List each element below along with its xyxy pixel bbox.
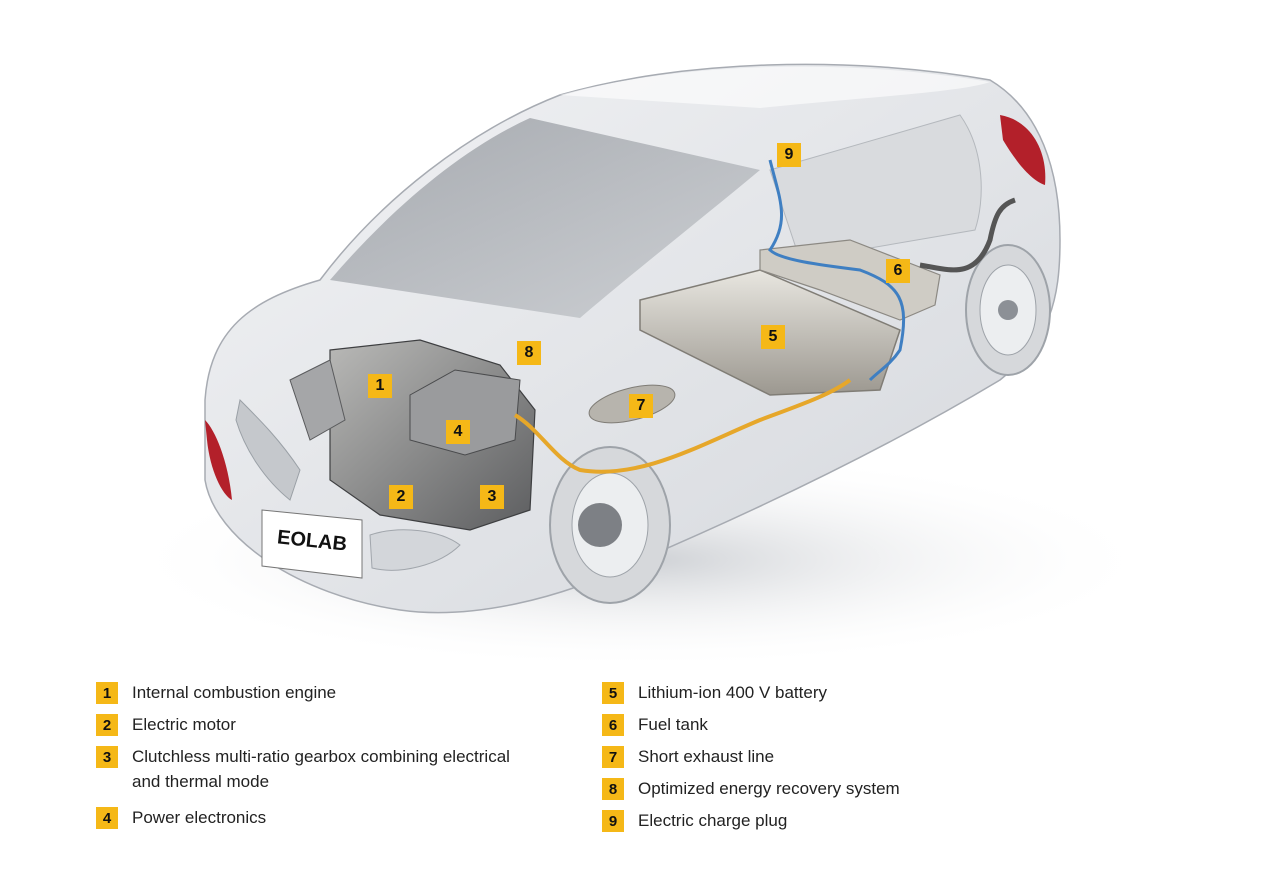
legend-item: 8 Optimized energy recovery system (602, 778, 1022, 801)
marker-1: 1 (368, 374, 392, 398)
legend-number: 9 (602, 810, 624, 832)
legend-number: 5 (602, 682, 624, 704)
car-cutaway-illustration (0, 0, 1280, 660)
legend-item: 7 Short exhaust line (602, 746, 1022, 769)
legend-text: Clutchless multi-ratio gearbox combining… (132, 744, 542, 794)
license-plate-text: EOLAB (259, 507, 365, 575)
legend-item: 6 Fuel tank (602, 714, 1022, 737)
legend-number: 1 (96, 682, 118, 704)
legend-number: 4 (96, 807, 118, 829)
legend-number: 2 (96, 714, 118, 736)
legend-right: 5 Lithium-ion 400 V battery 6 Fuel tank … (602, 682, 1022, 842)
legend-text: Internal combustion engine (132, 680, 336, 705)
legend-text: Short exhaust line (638, 744, 774, 769)
legend-text: Power electronics (132, 805, 266, 830)
legend-number: 6 (602, 714, 624, 736)
marker-9: 9 (777, 143, 801, 167)
legend-number: 8 (602, 778, 624, 800)
legend-item: 5 Lithium-ion 400 V battery (602, 682, 1022, 705)
marker-4: 4 (446, 420, 470, 444)
rear-wheel (966, 245, 1050, 375)
legend-text: Lithium-ion 400 V battery (638, 680, 827, 705)
legend-item: 3 Clutchless multi-ratio gearbox combini… (96, 746, 556, 794)
marker-5: 5 (761, 325, 785, 349)
legend-text: Electric charge plug (638, 808, 787, 833)
legend-item: 2 Electric motor (96, 714, 556, 737)
legend-left: 1 Internal combustion engine 2 Electric … (96, 682, 556, 839)
marker-6: 6 (886, 259, 910, 283)
legend-number: 3 (96, 746, 118, 768)
legend-item: 4 Power electronics (96, 807, 556, 830)
marker-2: 2 (389, 485, 413, 509)
marker-3: 3 (480, 485, 504, 509)
legend-item: 1 Internal combustion engine (96, 682, 556, 705)
marker-7: 7 (629, 394, 653, 418)
legend-text: Electric motor (132, 712, 236, 737)
legend-text: Optimized energy recovery system (638, 776, 900, 801)
marker-8: 8 (517, 341, 541, 365)
legend-text: Fuel tank (638, 712, 708, 737)
legend-item: 9 Electric charge plug (602, 810, 1022, 833)
legend-number: 7 (602, 746, 624, 768)
